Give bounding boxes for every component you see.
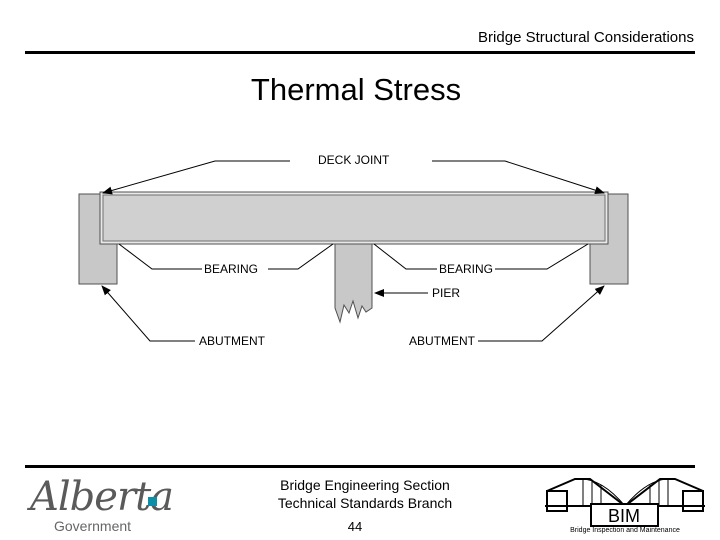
deck-joint-leaders xyxy=(102,160,605,195)
bim-abbr: BIM xyxy=(608,506,640,526)
abutment-left-label: ABUTMENT xyxy=(199,334,266,348)
bearing-right-label: BEARING xyxy=(439,262,493,276)
bridge-deck xyxy=(99,191,609,245)
footer-rule xyxy=(25,465,695,468)
bearing-left-label: BEARING xyxy=(204,262,258,276)
pier xyxy=(334,243,373,324)
bim-caption: Bridge Inspection and Maintenance xyxy=(570,527,680,534)
bearing-leaders xyxy=(118,243,589,270)
header-title: Bridge Structural Considerations xyxy=(478,29,694,46)
bim-logo: BIM xyxy=(545,478,705,527)
page-number: 44 xyxy=(347,519,363,534)
alberta-logo-square xyxy=(148,497,157,506)
alberta-government-text: Government xyxy=(54,518,132,534)
deck-joint-label: DECK JOINT xyxy=(318,153,390,167)
footer-line1: Bridge Engineering Section xyxy=(280,477,450,493)
header-rule xyxy=(25,51,695,54)
pier-label: PIER xyxy=(432,286,460,300)
footer-line2: Technical Standards Branch xyxy=(277,495,453,511)
abutment-right-label: ABUTMENT xyxy=(409,334,476,348)
abutment-leaders xyxy=(101,285,605,342)
slide-title: Thermal Stress xyxy=(250,72,462,107)
